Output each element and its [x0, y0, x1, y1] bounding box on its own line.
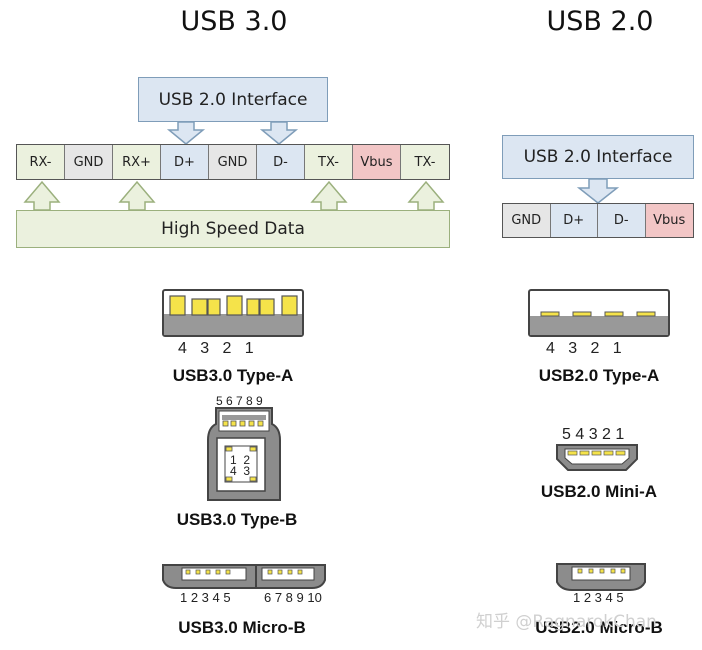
usb3-type-b-label: USB3.0 Type-B: [176, 510, 298, 529]
usb3-pin: Vbus: [353, 145, 401, 179]
usb2-pin: Vbus: [645, 204, 693, 237]
usb2-micro-b-pin-numbers: 1 2 3 4 5: [573, 590, 624, 605]
usb2-pin: D+: [550, 204, 598, 237]
usb3-interface-box: USB 2.0 Interface: [138, 77, 328, 122]
usb2-type-a-pin-numbers: 4 3 2 1: [546, 340, 622, 357]
usb2-pin-row: GND D+ D- Vbus: [502, 203, 694, 238]
arrow-down-dplus: [166, 121, 206, 145]
arrow-up-rxplus: [118, 180, 156, 211]
arrow-up-txminus-2: [407, 180, 445, 211]
arrow-up-txminus-1: [310, 180, 348, 211]
usb3-type-b-inner-top-numbers: 1 2: [230, 453, 251, 467]
usb3-type-b-inner-bottom-numbers: 4 3: [230, 464, 251, 478]
usb3-pin: GND: [65, 145, 113, 179]
usb3-heading: USB 3.0: [180, 6, 288, 37]
usb3-micro-b-pin-numbers-left: 1 2 3 4 5: [180, 590, 231, 605]
usb2-mini-a-pin-numbers: 5 4 3 2 1: [562, 426, 625, 443]
usb2-micro-b-label: USB2.0 Micro-B: [535, 618, 663, 637]
usb2-mini-a-label: USB2.0 Mini-A: [540, 482, 658, 501]
usb2-pin: D-: [598, 204, 646, 237]
usb3-type-b-pin-numbers: 5 6 7 8 9: [216, 394, 263, 408]
usb3-pin: RX-: [17, 145, 65, 179]
usb3-pin: D-: [257, 145, 305, 179]
usb3-micro-b-pin-numbers-right: 6 7 8 9 10: [264, 590, 322, 605]
arrow-down-dminus: [259, 121, 299, 145]
usb3-pin: TX-: [305, 145, 353, 179]
usb2-interface-box: USB 2.0 Interface: [502, 135, 694, 179]
usb2-type-a-label: USB2.0 Type-A: [538, 366, 660, 385]
usb3-type-a-label: USB3.0 Type-A: [172, 366, 294, 385]
usb3-micro-b-label: USB3.0 Micro-B: [178, 618, 306, 637]
usb2-pin: GND: [503, 204, 551, 237]
arrow-up-rxminus: [23, 180, 61, 211]
usb3-pin: TX-: [401, 145, 449, 179]
arrow-down-usb2: [576, 178, 620, 204]
usb3-pin-row: RX- GND RX+ D+ GND D- TX- Vbus TX-: [16, 144, 450, 180]
usb3-pin: RX+: [113, 145, 161, 179]
high-speed-data-box: High Speed Data: [16, 210, 450, 248]
usb3-pin: D+: [161, 145, 209, 179]
watermark: 知乎 @RagnarokChan: [476, 612, 657, 632]
usb3-type-a-pin-numbers: 4 3 2 1: [178, 340, 254, 357]
usb3-pin: GND: [209, 145, 257, 179]
usb2-heading: USB 2.0: [546, 6, 654, 37]
